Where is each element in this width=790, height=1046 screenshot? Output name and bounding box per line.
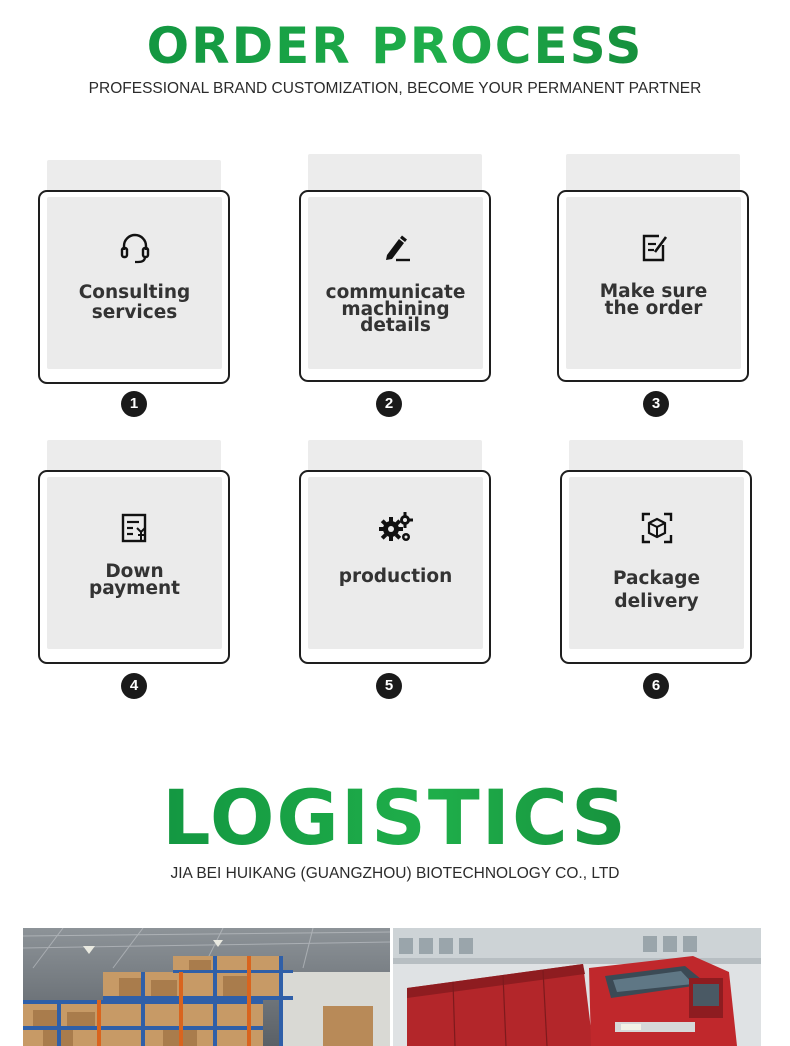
order-confirm-icon (566, 231, 741, 265)
pen-edit-icon (308, 231, 483, 265)
card-frame: Consulting services (38, 190, 230, 384)
card-tab (308, 154, 482, 194)
logistics-title: LOGISTICS (0, 770, 790, 866)
card-panel: Package delivery (569, 477, 744, 649)
truck-photo (393, 928, 761, 1046)
card-frame: Package delivery (560, 470, 752, 664)
step-label: Consulting services (78, 282, 191, 323)
headset-icon (47, 231, 222, 265)
step-number-badge: 1 (121, 391, 147, 417)
step-label: Make sure the order (599, 281, 708, 319)
step-label: production (338, 566, 453, 587)
step-label: communicate machining details (325, 282, 466, 336)
card-panel: Consulting services (47, 197, 222, 369)
logistics-subtitle: JIA BEI HUIKANG (GUANGZHOU) BIOTECHNOLOG… (170, 865, 620, 882)
step-label: Down payment (88, 561, 181, 599)
invoice-yen-icon (47, 511, 222, 545)
step-number-badge: 6 (643, 673, 669, 699)
step-number-badge: 2 (376, 391, 402, 417)
step-number-badge: 4 (121, 673, 147, 699)
step-card-package-delivery: Package delivery (560, 440, 752, 666)
card-panel: communicate machining details (308, 197, 483, 369)
step-label: Package delivery (612, 568, 701, 612)
step-card-communicate: communicate machining details (299, 154, 491, 382)
card-frame: production (299, 470, 491, 664)
card-frame: communicate machining details (299, 190, 491, 382)
step-card-down-payment: Down payment (38, 440, 230, 666)
order-process-subtitle: PROFESSIONAL BRAND CUSTOMIZATION, BECOME… (88, 80, 702, 97)
card-frame: Make sure the order (557, 190, 749, 382)
order-process-title: ORDER PROCESS (0, 14, 790, 78)
step-card-consulting: Consulting services (38, 160, 230, 386)
step-card-make-sure: Make sure the order (557, 154, 749, 382)
step-number-badge: 3 (643, 391, 669, 417)
step-number-badge: 5 (376, 673, 402, 699)
step-card-production: production (299, 440, 491, 666)
package-scan-icon (569, 511, 744, 545)
card-tab (566, 154, 740, 194)
warehouse-photo (23, 928, 390, 1046)
card-panel: production (308, 477, 483, 649)
card-panel: Make sure the order (566, 197, 741, 369)
card-frame: Down payment (38, 470, 230, 664)
gears-icon (308, 511, 483, 545)
card-panel: Down payment (47, 477, 222, 649)
